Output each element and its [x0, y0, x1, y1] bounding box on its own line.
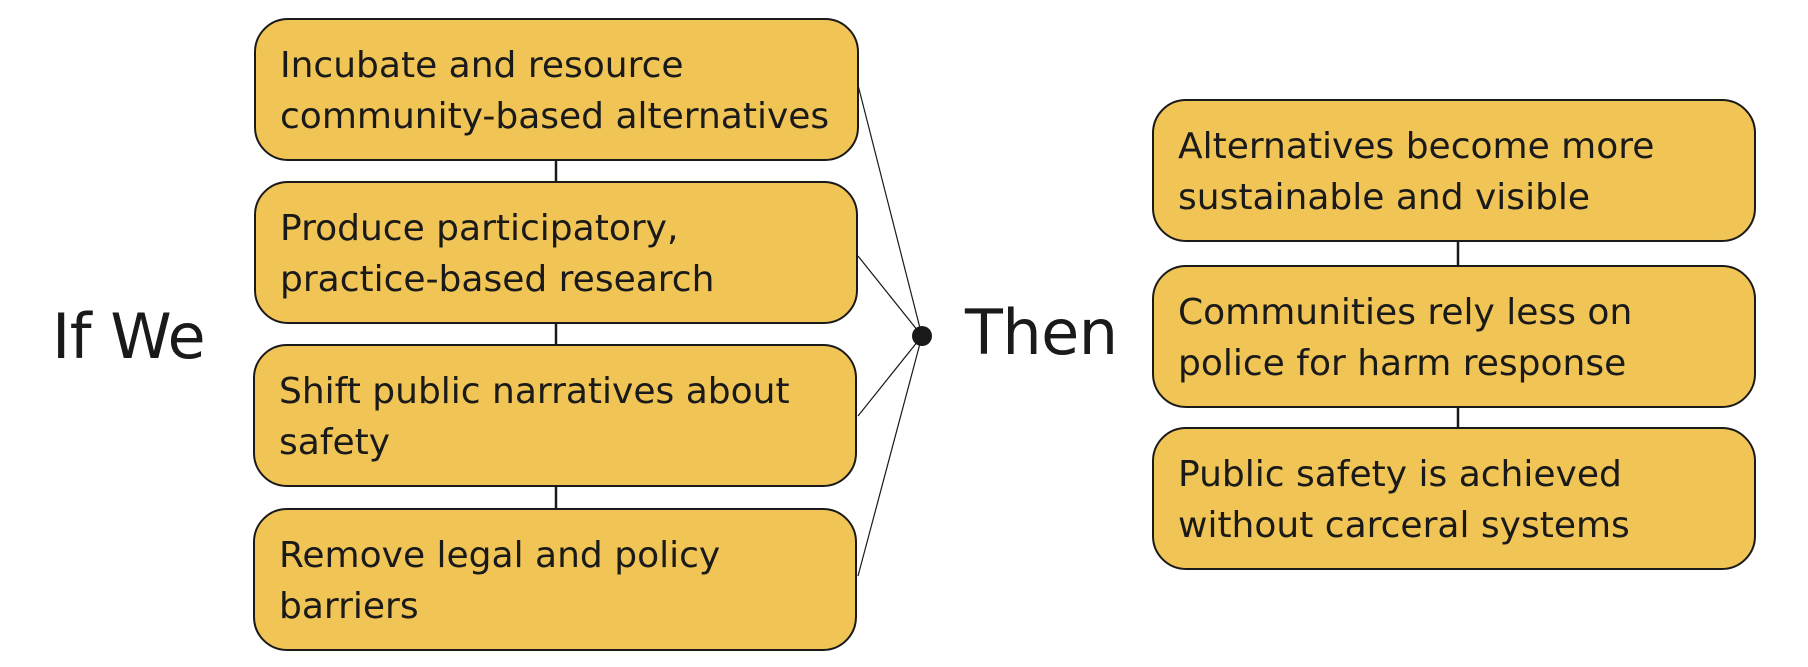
left-label: If We — [52, 300, 206, 373]
converge-line-3 — [857, 335, 923, 417]
converge-line-2 — [857, 255, 923, 337]
right-box-public-safety: Public safety is achieved without carcer… — [1152, 427, 1756, 570]
right-box-sustainable: Alternatives become more sustainable and… — [1152, 99, 1756, 242]
left-box-incubate: Incubate and resource community-based al… — [254, 18, 859, 161]
right-box-police: Communities rely less on police for harm… — [1152, 265, 1756, 408]
convergence-dot — [912, 326, 932, 346]
converge-line-1 — [857, 84, 923, 337]
converge-line-4 — [857, 335, 923, 577]
left-box-research: Produce participatory, practice-based re… — [254, 181, 858, 324]
right-label: Then — [965, 296, 1118, 369]
left-box-narratives: Shift public narratives about safety — [253, 344, 857, 487]
left-box-barriers: Remove legal and policy barriers — [253, 508, 857, 651]
